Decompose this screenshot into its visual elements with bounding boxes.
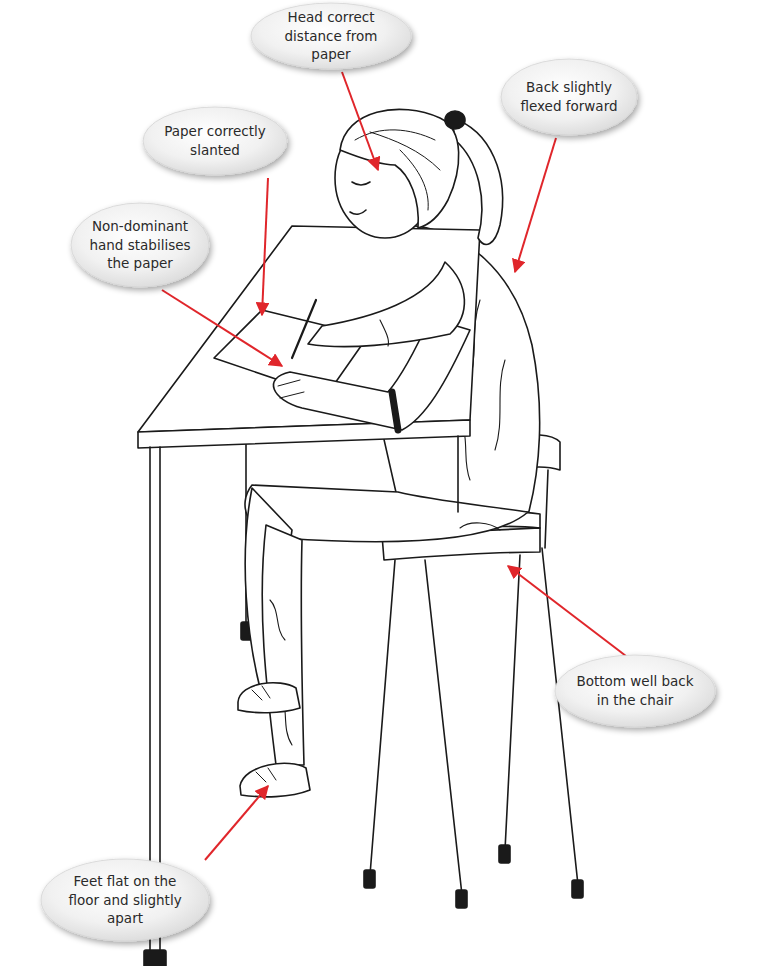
wrist-watch xyxy=(392,392,398,430)
sleeve-cuff xyxy=(380,320,389,346)
finger-line xyxy=(278,380,304,398)
callout-text: Bottom well back in the chair xyxy=(552,672,718,709)
desk-leg xyxy=(457,436,459,512)
callout-bubble: Feet flat on the floor and slightly apar… xyxy=(38,856,212,944)
callout-text: Head correct distance from paper xyxy=(248,8,414,64)
trouser-fold xyxy=(270,600,292,745)
chair-leg xyxy=(370,560,395,875)
leader-arrow xyxy=(342,72,378,170)
chair-leg xyxy=(505,555,520,850)
callout-bubble: Paper correctly slanted xyxy=(140,104,290,178)
leg-tip xyxy=(456,890,467,908)
desk-edge xyxy=(138,420,470,448)
trouser-fold xyxy=(460,523,500,530)
leader-arrow xyxy=(205,786,268,860)
leg-tip xyxy=(364,870,375,888)
callout-text: Feet flat on the floor and slightly apar… xyxy=(38,872,212,928)
pen xyxy=(292,300,316,358)
leader-lines xyxy=(162,72,626,860)
leg-tip xyxy=(144,950,166,966)
leg-tip xyxy=(499,845,510,863)
leader-arrow xyxy=(515,138,556,272)
callout-text: Back slightly flexed forward xyxy=(498,78,640,115)
leader-arrow xyxy=(262,178,268,315)
leader-arrow xyxy=(162,290,282,366)
leg-tip xyxy=(572,880,583,898)
leader-arrow xyxy=(508,566,626,656)
chair-leg xyxy=(542,548,578,885)
girl-hair xyxy=(340,109,459,228)
callout-bubble: Back slightly flexed forward xyxy=(498,56,640,138)
bubble-ellipse xyxy=(501,59,637,135)
girl-ponytail xyxy=(452,118,503,244)
bubble-outline xyxy=(140,104,290,178)
chair-frame xyxy=(545,470,548,548)
girl-arm xyxy=(308,262,464,347)
shoe-lace xyxy=(252,686,276,782)
bubble-outline xyxy=(552,652,718,730)
girl-shin xyxy=(262,525,304,765)
girl-mouth xyxy=(350,210,366,214)
bubble-ellipse xyxy=(555,655,715,727)
girl-shoe xyxy=(240,763,310,797)
bubble-ellipse xyxy=(143,107,287,175)
callout-bubble: Head correct distance from paper xyxy=(248,0,414,72)
bubble-outline xyxy=(498,56,640,138)
callout-bubble: Non-dominant hand stabilises the paper xyxy=(68,200,212,290)
hair-tie xyxy=(445,111,465,129)
callout-text: Paper correctly slanted xyxy=(140,122,290,159)
girl-shoe xyxy=(238,683,300,713)
girl-eye xyxy=(352,182,370,185)
chair-leg xyxy=(425,560,462,895)
callout-bubble: Bottom well back in the chair xyxy=(552,652,718,730)
callout-text: Non-dominant hand stabilises the paper xyxy=(68,217,212,273)
